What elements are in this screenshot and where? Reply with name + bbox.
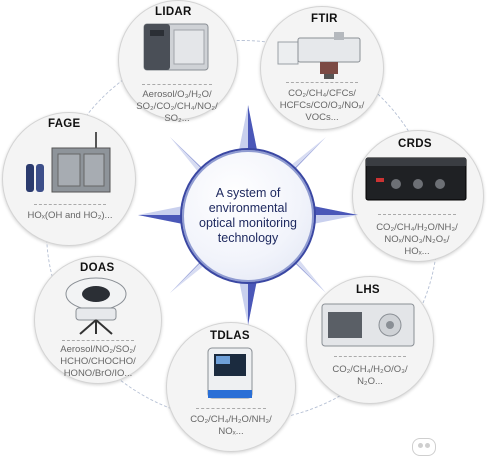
central-concept: A system of environmental optical monito… xyxy=(180,148,316,284)
crds-divider xyxy=(378,214,456,215)
lhs-divider xyxy=(334,356,406,357)
doas-divider xyxy=(62,340,134,341)
instrument-species-lidar: Aerosol/O₃/H₂O/ SO₂/CO₂/CH₄/NO₂/ SO₂... xyxy=(136,89,218,124)
instrument-species-ftir: CO₂/CH₄/CFCs/ HCFCs/CO/O₃/NOₓ/ VOCs... xyxy=(279,88,365,123)
instrument-species-fage: HOₓ(OH and HO₂)... xyxy=(27,210,113,221)
instrument-name-lhs: LHS xyxy=(356,284,380,296)
watermark-logo-icon xyxy=(412,438,436,456)
central-concept-label: A system of environmental optical monito… xyxy=(199,186,297,245)
ftir-divider xyxy=(286,82,358,83)
crds-device-icon xyxy=(365,157,467,201)
ftir-device-icon xyxy=(277,32,361,79)
fage-device-icon xyxy=(26,132,111,193)
instrument-name-fage: FAGE xyxy=(48,118,81,130)
tdlas-device-icon xyxy=(207,347,253,399)
instrument-name-lidar: LIDAR xyxy=(155,6,192,18)
instrument-species-tdlas: CO₂/CH₄/H₂O/NH₃/ NOₓ... xyxy=(190,414,272,437)
instrument-species-crds: CO₂/CH₄/H₂O/NH₃/ NOₓ/NO₃/N₂O₅/ HOₓ... xyxy=(376,222,458,257)
instrument-species-lhs: CO₂/CH₄/H₂O/O₃/ N₂O... xyxy=(332,364,408,387)
lidar-divider xyxy=(142,84,212,85)
instrument-name-tdlas: TDLAS xyxy=(210,330,250,342)
lidar-device-icon xyxy=(143,23,209,71)
instrument-name-crds: CRDS xyxy=(398,138,432,150)
instrument-name-doas: DOAS xyxy=(80,262,115,274)
lhs-device-icon xyxy=(321,303,415,347)
fage-divider xyxy=(34,204,106,205)
doas-device-icon xyxy=(65,277,127,335)
instrument-species-doas: Aerosol/NO₂/SO₂/ HCHO/CHOCHO/ HONO/BrO/I… xyxy=(60,344,136,379)
tdlas-divider xyxy=(196,408,266,409)
instrument-name-ftir: FTIR xyxy=(311,13,338,25)
